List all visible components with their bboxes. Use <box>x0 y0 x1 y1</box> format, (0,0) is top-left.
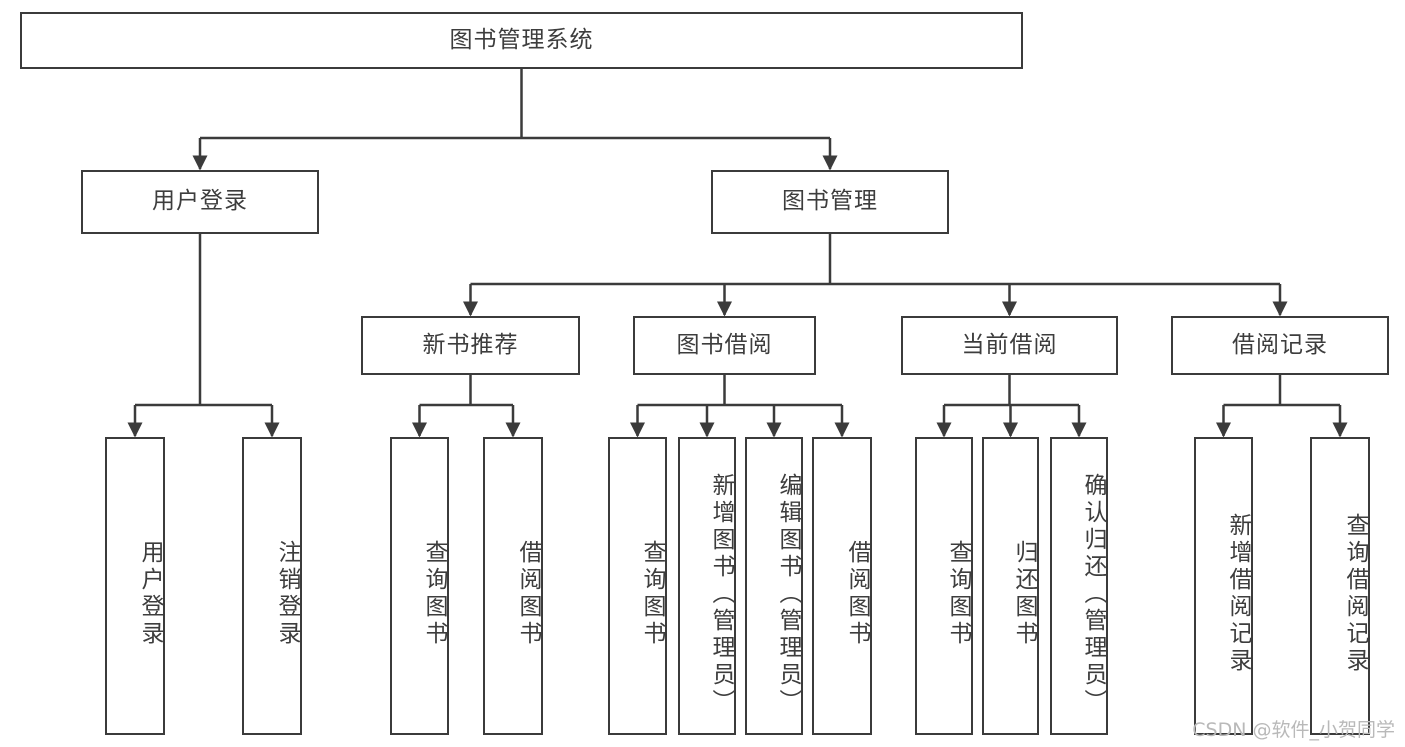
node-label: 借阅图书 <box>844 540 870 648</box>
node-label: 用户登录 <box>152 188 248 215</box>
node-label: 查询图书 <box>639 540 665 648</box>
node-label: 当前借阅 <box>961 331 1058 358</box>
node-label: 新增图书（管理员） <box>708 472 734 716</box>
node-l-query2[interactable]: 查询图书 <box>608 437 667 735</box>
node-l-addbook[interactable]: 新增图书（管理员） <box>678 437 736 735</box>
node-label: 查询借阅记录 <box>1342 513 1368 675</box>
node-l-return[interactable]: 归还图书 <box>982 437 1039 735</box>
node-label: 注销登录 <box>274 540 300 648</box>
node-l-userlogin[interactable]: 用户登录 <box>105 437 165 735</box>
node-label: 借阅记录 <box>1232 331 1328 358</box>
node-current[interactable]: 当前借阅 <box>901 316 1118 375</box>
node-label: 归还图书 <box>1011 540 1037 648</box>
node-newrec[interactable]: 新书推荐 <box>361 316 580 375</box>
node-label: 图书借阅 <box>676 331 773 358</box>
node-borrow[interactable]: 图书借阅 <box>633 316 816 375</box>
node-label: 图书管理系统 <box>449 26 594 53</box>
node-l-logout[interactable]: 注销登录 <box>242 437 302 735</box>
node-label: 新增借阅记录 <box>1225 513 1251 675</box>
node-l-query3[interactable]: 查询图书 <box>915 437 973 735</box>
node-login[interactable]: 用户登录 <box>81 170 319 234</box>
node-l-query1[interactable]: 查询图书 <box>390 437 449 735</box>
node-records[interactable]: 借阅记录 <box>1171 316 1389 375</box>
node-l-borrow2[interactable]: 借阅图书 <box>812 437 872 735</box>
node-l-editbook[interactable]: 编辑图书（管理员） <box>745 437 803 735</box>
node-label: 图书管理 <box>782 188 878 215</box>
node-l-queryrec[interactable]: 查询借阅记录 <box>1310 437 1370 735</box>
node-label: 查询图书 <box>945 540 971 648</box>
node-label: 用户登录 <box>137 540 163 648</box>
node-label: 查询图书 <box>421 540 447 648</box>
node-label: 借阅图书 <box>515 540 541 648</box>
node-bookmgmt[interactable]: 图书管理 <box>711 170 949 234</box>
node-root[interactable]: 图书管理系统 <box>20 12 1023 69</box>
node-l-borrow1[interactable]: 借阅图书 <box>483 437 543 735</box>
node-l-addrec[interactable]: 新增借阅记录 <box>1194 437 1253 735</box>
watermark-label: CSDN @软件_小贺同学 <box>1192 719 1395 741</box>
node-label: 确认归还（管理员） <box>1080 472 1106 716</box>
node-label: 编辑图书（管理员） <box>775 472 801 716</box>
node-label: 新书推荐 <box>422 331 519 358</box>
node-l-confirm[interactable]: 确认归还（管理员） <box>1050 437 1108 735</box>
